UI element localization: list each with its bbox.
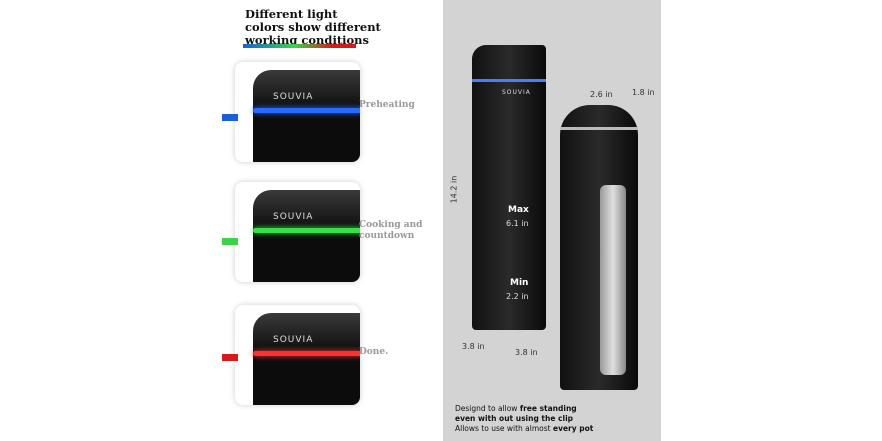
device-back (560, 105, 638, 390)
blue-indicator (222, 114, 238, 121)
free-standing-note: Designd to allow free standing even with… (455, 404, 594, 433)
color-gradient-bar (243, 44, 356, 48)
state-label: Preheating (359, 100, 415, 110)
state-label: Cooking and countdown (359, 220, 423, 241)
green-indicator (222, 238, 238, 245)
state-done-image: SOUVIA (235, 305, 360, 405)
headline: Different light colors show different wo… (245, 7, 381, 47)
device-front: SOUVIA Max 6.1 in Min 2.2 in (472, 45, 546, 330)
red-indicator (222, 354, 238, 361)
state-label: Done. (359, 347, 389, 357)
state-cooking-image: SOUVIA (235, 182, 360, 282)
clip (600, 185, 626, 375)
state-preheating-image: SOUVIA (235, 62, 360, 162)
